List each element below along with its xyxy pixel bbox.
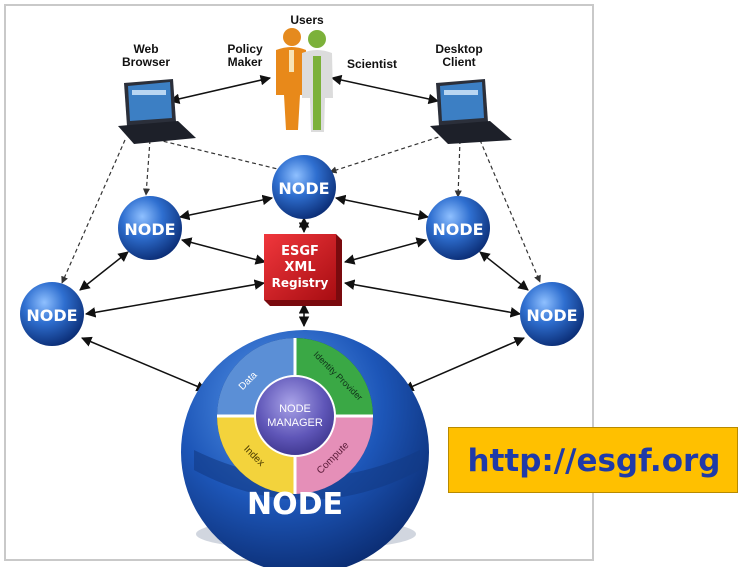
policy-maker-line2: Maker (227, 55, 263, 69)
svg-text:NODE: NODE (26, 306, 77, 325)
node-upper-right: NODE (426, 196, 490, 260)
registry-line2: XML (284, 260, 315, 275)
svg-text:NODE: NODE (278, 179, 329, 198)
big-node-label: NODE (247, 487, 343, 522)
scientist-figure (302, 30, 333, 132)
users-label: Users (290, 13, 324, 27)
users-figures (276, 28, 333, 132)
desktop-client-label: Desktop Client (427, 43, 491, 69)
url-banner: http://esgf.org (448, 427, 738, 493)
node-right: NODE (520, 282, 584, 346)
registry-line3: Registry (272, 276, 329, 290)
node-upper-left: NODE (118, 196, 182, 260)
node-manager-line2: MANAGER (267, 417, 323, 429)
node-top: NODE (272, 155, 336, 219)
desktop-client-laptop-icon (430, 79, 512, 144)
policy-maker-line1: Policy (227, 42, 263, 56)
svg-text:NODE: NODE (432, 220, 483, 239)
policy-maker-figure (276, 28, 308, 130)
web-browser-line2: Browser (121, 55, 171, 69)
scientist-label: Scientist (346, 57, 397, 71)
node-manager-line1: NODE (279, 403, 311, 415)
node-manager-sphere: NODE MANAGER Data Identity Provider Comp… (181, 330, 429, 567)
web-browser-laptop-icon (118, 79, 196, 144)
desktop-client-line2: Client (442, 55, 476, 69)
node-left: NODE (20, 282, 84, 346)
svg-text:NODE: NODE (124, 220, 175, 239)
url-link[interactable]: http://esgf.org (467, 443, 721, 479)
web-browser-line1: Web (133, 42, 159, 56)
solid-connections (79, 74, 529, 392)
dashed-connections (61, 134, 541, 284)
svg-text:NODE: NODE (526, 306, 577, 325)
esgf-xml-registry-box: ESGF XML Registry (264, 234, 342, 306)
web-browser-label: Web Browser (116, 43, 176, 69)
policy-maker-label: Policy Maker (218, 43, 272, 69)
desktop-client-line1: Desktop (435, 42, 483, 56)
registry-line1: ESGF (281, 244, 319, 259)
